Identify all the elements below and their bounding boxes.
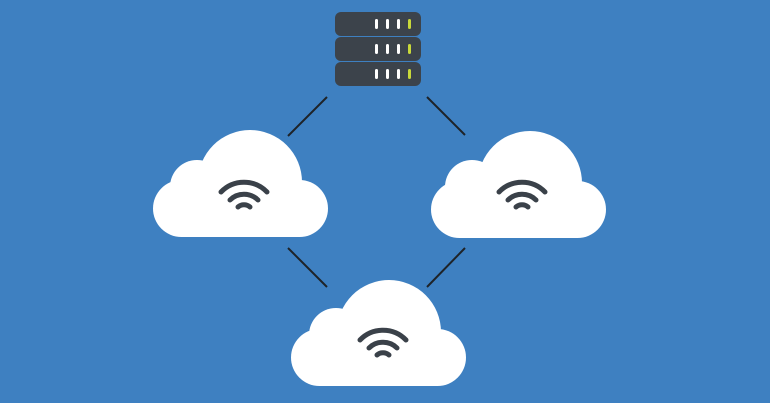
server-led (397, 44, 400, 54)
connector-cloud-left-cloud-bottom (287, 247, 328, 288)
server-led-active (408, 19, 411, 29)
server-unit (335, 62, 421, 86)
cloud-node-left (153, 130, 328, 237)
server-unit (335, 37, 421, 61)
server-rack-icon (335, 12, 421, 86)
server-led (375, 44, 378, 54)
server-led (386, 19, 389, 29)
server-led (386, 69, 389, 79)
server-led-active (408, 69, 411, 79)
connector-cloud-right-cloud-bottom (426, 247, 466, 288)
server-led (375, 19, 378, 29)
server-led (375, 69, 378, 79)
wifi-icon (218, 179, 270, 210)
server-led (397, 69, 400, 79)
wifi-icon (496, 179, 548, 210)
server-led (397, 19, 400, 29)
wifi-icon (357, 327, 409, 358)
connections (287, 96, 466, 288)
server-led-active (408, 44, 411, 54)
cloud-node-right (431, 131, 606, 238)
connector-server-cloud-left (287, 96, 328, 137)
cloud-node-bottom (291, 280, 466, 386)
server-led (386, 44, 389, 54)
server-unit (335, 12, 421, 36)
cloud-icon (291, 280, 466, 386)
connector-server-cloud-right (426, 96, 466, 136)
